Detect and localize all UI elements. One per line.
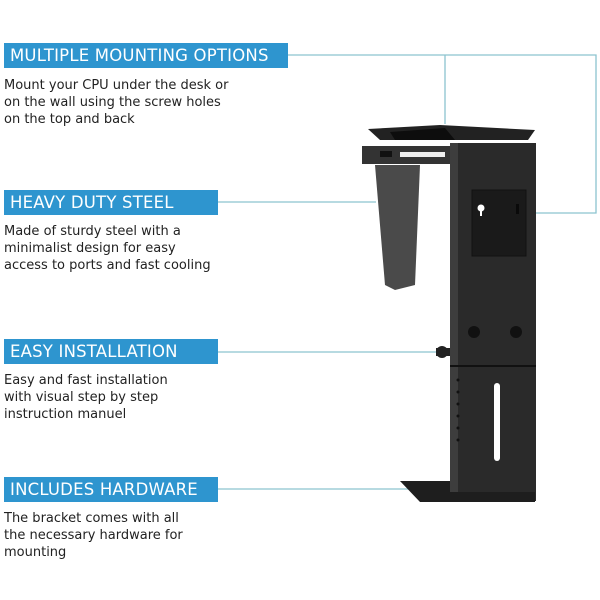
desc-line: access to ports and fast cooling bbox=[4, 258, 211, 273]
feature-title-installation: EASY INSTALLATION bbox=[4, 339, 218, 364]
desc-line: on the top and back bbox=[4, 112, 135, 127]
desc-line: Mount your CPU under the desk or bbox=[4, 78, 229, 93]
desc-line: minimalist design for easy bbox=[4, 241, 176, 256]
feature-title-mounting: MULTIPLE MOUNTING OPTIONS bbox=[4, 43, 288, 68]
desc-line: the necessary hardware for bbox=[4, 528, 183, 543]
feature-desc-installation: Easy and fast installation with visual s… bbox=[4, 372, 254, 423]
desc-line: on the wall using the screw holes bbox=[4, 95, 221, 110]
desc-line: with visual step by step bbox=[4, 390, 159, 405]
desc-line: Made of sturdy steel with a bbox=[4, 224, 181, 239]
desc-line: mounting bbox=[4, 545, 67, 560]
feature-desc-steel: Made of sturdy steel with a minimalist d… bbox=[4, 223, 254, 274]
desc-line: Easy and fast installation bbox=[4, 373, 168, 388]
desc-line: instruction manuel bbox=[4, 407, 127, 422]
feature-desc-mounting: Mount your CPU under the desk or on the … bbox=[4, 77, 254, 128]
feature-title-hardware: INCLUDES HARDWARE bbox=[4, 477, 218, 502]
feature-title-steel: HEAVY DUTY STEEL bbox=[4, 190, 218, 215]
connector-lines bbox=[218, 54, 597, 490]
desc-line: The bracket comes with all bbox=[4, 511, 179, 526]
cpu-bracket bbox=[362, 125, 536, 502]
feature-desc-hardware: The bracket comes with all the necessary… bbox=[4, 510, 254, 561]
